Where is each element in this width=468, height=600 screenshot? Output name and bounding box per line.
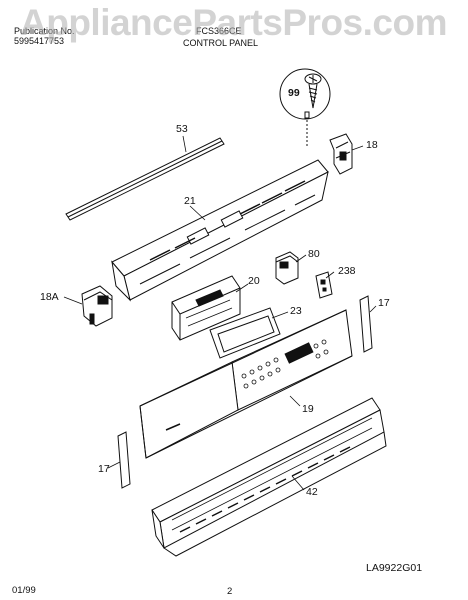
part-20-clock-board xyxy=(171,275,241,341)
watermark-text: AppliancePartsPros.com xyxy=(20,2,447,43)
part-17-right-trim xyxy=(359,295,373,353)
part-18A-switch xyxy=(81,285,113,327)
callout-238: 238 xyxy=(338,265,356,277)
callout-42: 42 xyxy=(306,486,318,498)
callout-99: 99 xyxy=(288,87,300,99)
part-53-rod xyxy=(65,137,225,221)
part-99-screw xyxy=(279,68,331,148)
part-23-bezel xyxy=(209,307,281,359)
part-19-front-panel xyxy=(139,309,353,459)
callout-19: 19 xyxy=(302,403,314,415)
callout-80: 80 xyxy=(308,248,320,260)
callout-21: 21 xyxy=(184,195,196,207)
callout-20: 20 xyxy=(248,275,260,287)
part-17-left-trim xyxy=(117,431,131,489)
page-number: 2 xyxy=(227,586,233,597)
callout-18: 18 xyxy=(366,139,378,151)
callout-17-left: 17 xyxy=(98,463,110,475)
publication-label: Publication No. xyxy=(14,26,75,36)
publication-number: 5995417753 xyxy=(14,36,65,46)
footer-date: 01/99 xyxy=(12,585,36,596)
callout-17-right: 17 xyxy=(378,297,390,309)
callout-23: 23 xyxy=(290,305,302,317)
part-42-vent-trim xyxy=(151,397,387,557)
part-238-plate xyxy=(315,271,333,299)
callout-18A: 18A xyxy=(40,291,59,303)
section-title: CONTROL PANEL xyxy=(183,38,259,48)
part-18-bracket xyxy=(329,133,353,175)
callout-53: 53 xyxy=(176,123,188,135)
part-80-relay xyxy=(275,251,299,285)
part-21-housing xyxy=(111,159,329,302)
figure-code: LA9922G01 xyxy=(366,562,423,574)
model-number: FCS366CE xyxy=(196,26,242,36)
